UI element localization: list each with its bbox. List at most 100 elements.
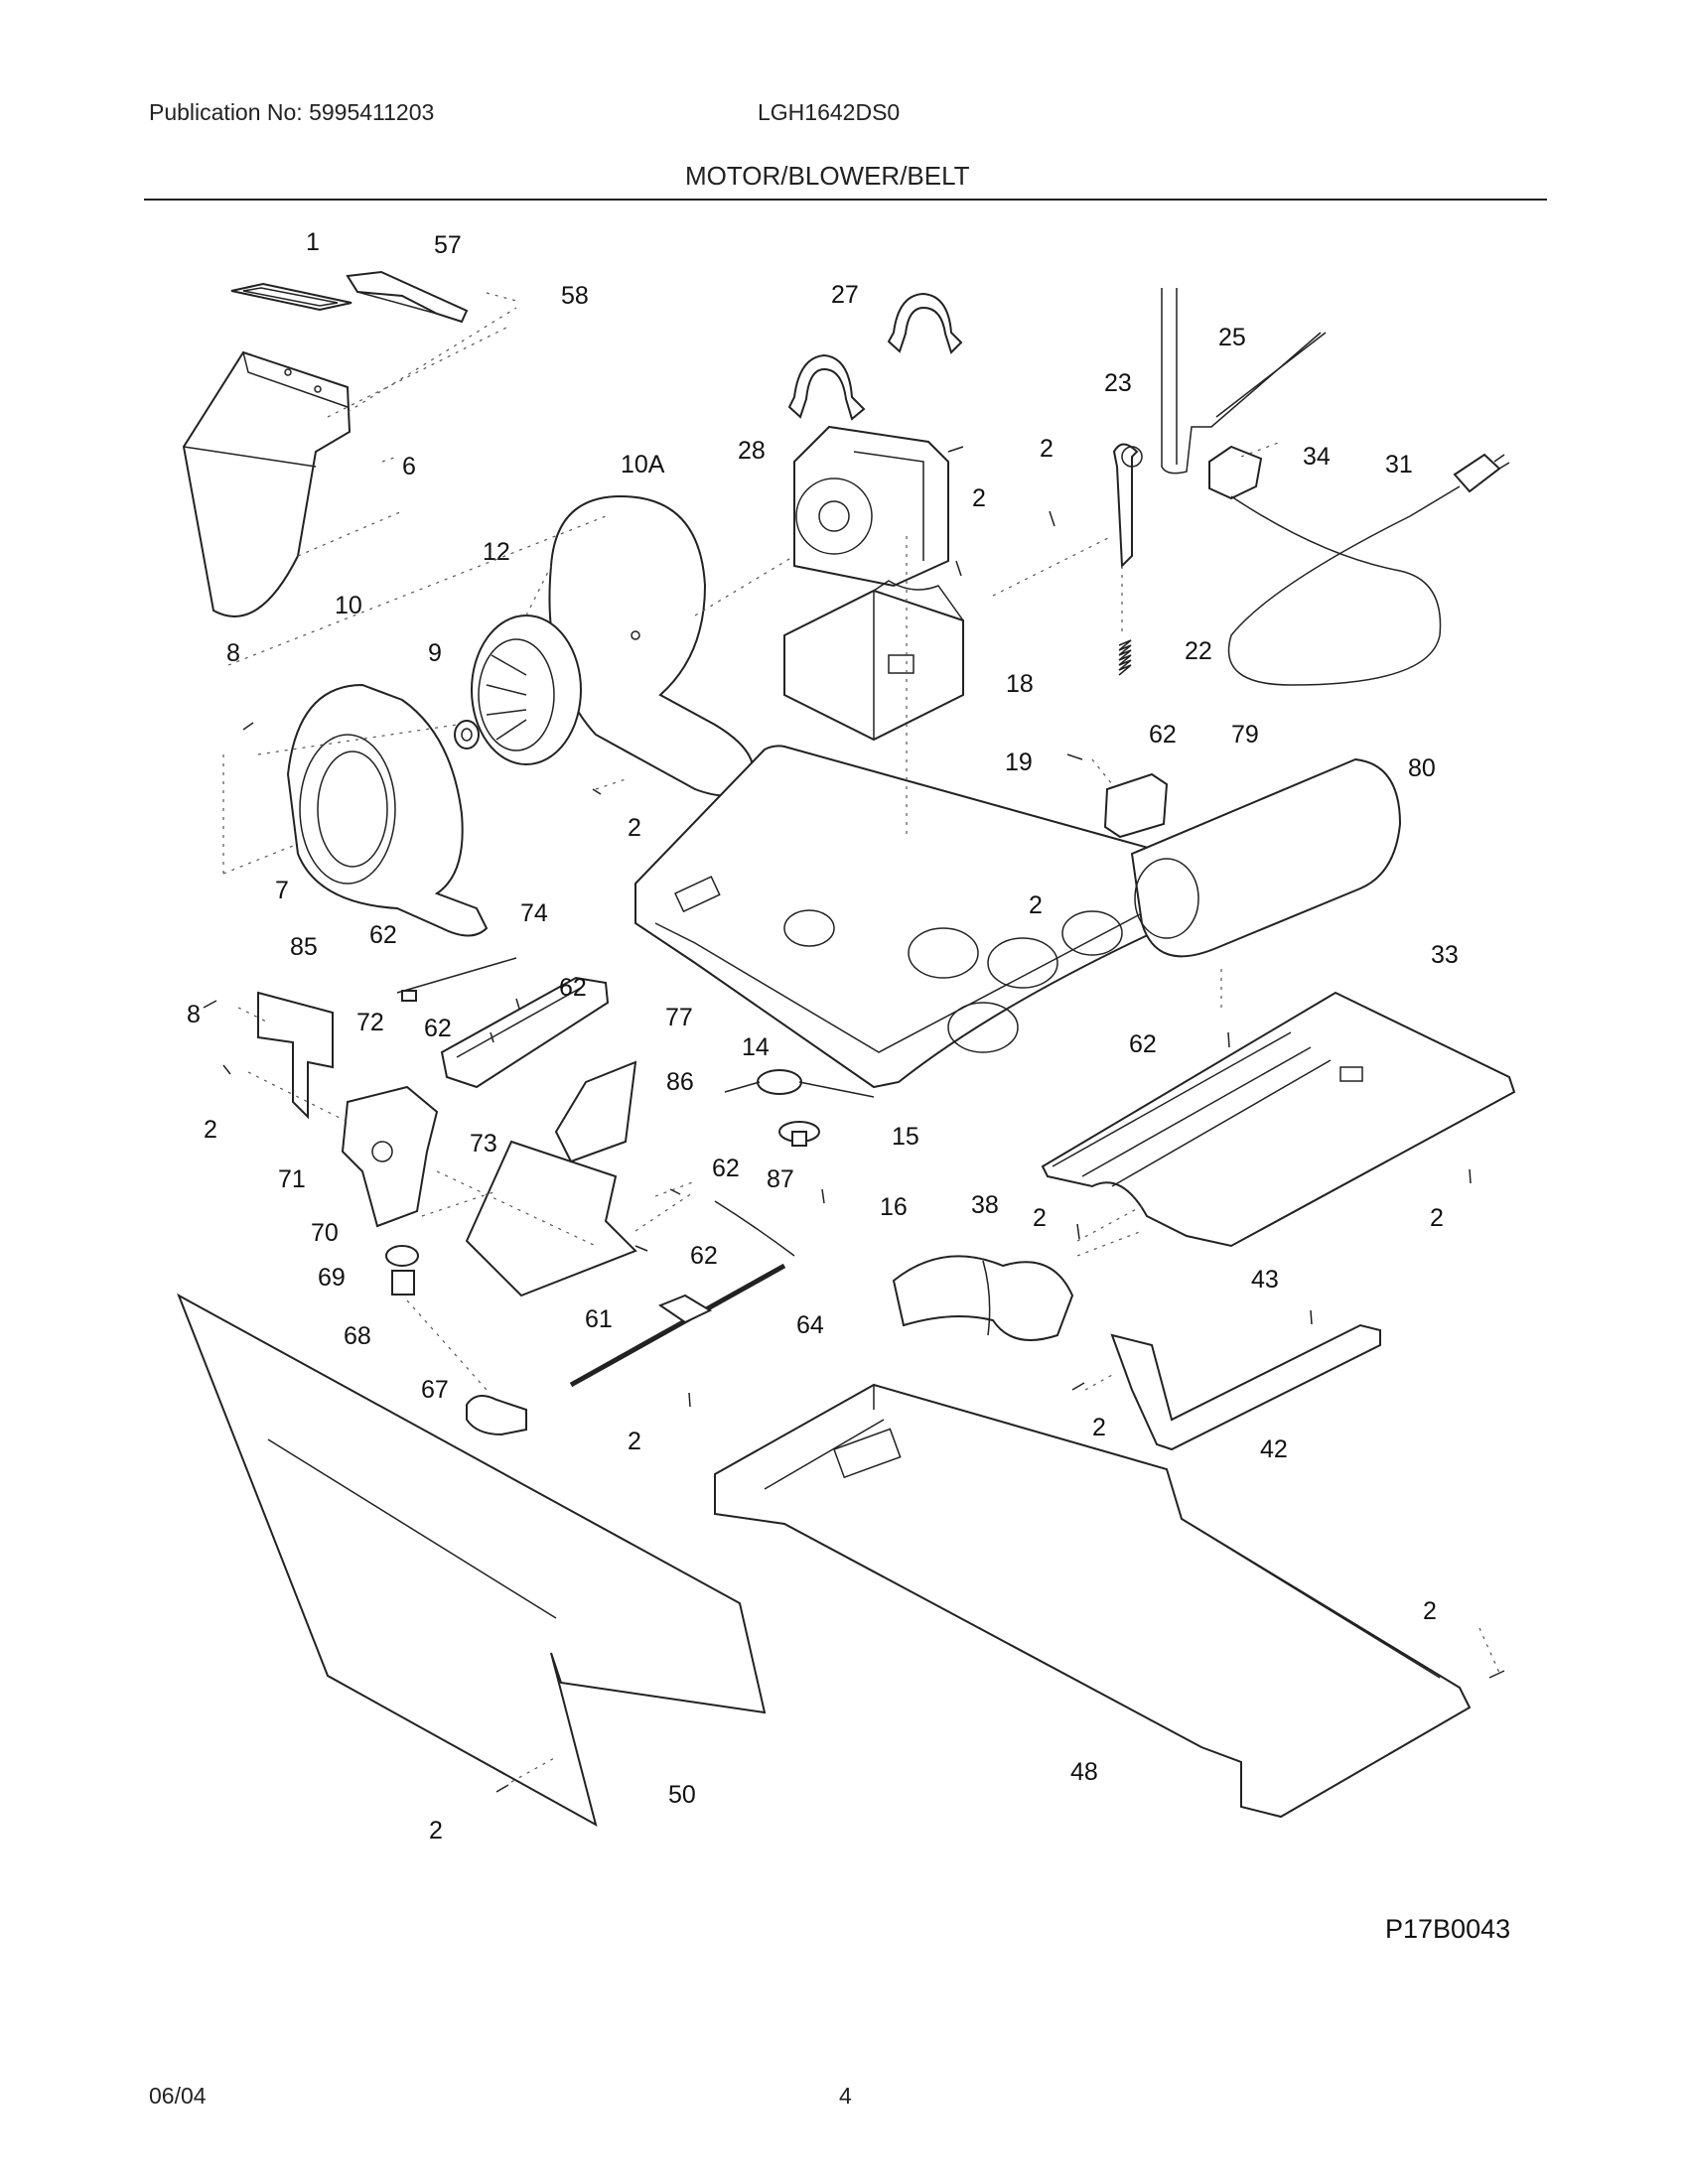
callout-62: 62	[424, 1015, 452, 1042]
part-25-belt	[1161, 288, 1327, 475]
callout-85: 85	[290, 933, 318, 961]
section-title: MOTOR/BLOWER/BELT	[685, 161, 970, 191]
part-12-blower-wheel	[471, 614, 582, 765]
callout-2: 2	[1029, 891, 1043, 919]
callout-62: 62	[559, 974, 587, 1002]
part-86-bracket	[554, 1060, 637, 1163]
callout-15: 15	[892, 1123, 919, 1151]
callout-86: 86	[666, 1068, 694, 1096]
callout-72: 72	[356, 1009, 384, 1036]
part-42-rail	[1110, 1323, 1381, 1451]
callout-77: 77	[665, 1004, 693, 1031]
part-22-spring	[1118, 639, 1132, 676]
callout-1: 1	[306, 228, 320, 256]
callout-31: 31	[1385, 451, 1413, 478]
callout-61: 61	[585, 1305, 613, 1333]
part-38-duct-elbow	[892, 1255, 1074, 1341]
leader-lines	[222, 292, 1500, 1783]
callout-28: 28	[738, 437, 766, 465]
callout-80: 80	[1408, 754, 1436, 782]
part-33-heater-shield	[1041, 991, 1516, 1248]
callout-48: 48	[1070, 1758, 1098, 1786]
callout-2: 2	[1423, 1597, 1437, 1625]
callout-2: 2	[204, 1116, 217, 1144]
callout-10: 10	[335, 592, 362, 619]
callout-73: 73	[470, 1130, 497, 1158]
callout-2: 2	[429, 1817, 443, 1844]
callout-33: 33	[1431, 941, 1459, 969]
callout-7: 7	[275, 877, 289, 904]
part-67-valve	[466, 1395, 527, 1436]
part-48-base-plate	[714, 1383, 1472, 1819]
part-18-motor-mount	[783, 580, 964, 742]
footer-date: 06/04	[149, 2083, 207, 2109]
callout-74: 74	[520, 899, 548, 927]
footer-page-number: 4	[839, 2083, 852, 2109]
part-85-plate	[257, 991, 334, 1120]
part-1-gasket	[230, 282, 352, 312]
callout-2: 2	[1092, 1414, 1106, 1441]
callout-10A: 10A	[621, 451, 665, 478]
callout-79: 79	[1231, 721, 1259, 749]
part-64-shaft	[569, 1263, 786, 1388]
callout-71: 71	[278, 1165, 306, 1193]
callout-labels: 1 57 58 6 27 25 23 28 10A 2 2 34 31 12 1…	[187, 228, 1459, 1844]
part-87-wire	[714, 1200, 795, 1257]
callout-62: 62	[369, 921, 397, 949]
callout-57: 57	[434, 231, 462, 259]
part-31-power-cord	[1227, 453, 1510, 686]
callout-2: 2	[1033, 1204, 1047, 1232]
callout-70: 70	[311, 1219, 339, 1247]
part-34-terminal	[1208, 445, 1263, 500]
part-9-washer	[454, 720, 480, 750]
callout-42: 42	[1260, 1435, 1288, 1463]
model-number: LGH1642DS0	[758, 99, 901, 125]
callout-2: 2	[1040, 435, 1054, 463]
callout-22: 22	[1185, 637, 1212, 665]
callout-19: 19	[1005, 749, 1033, 776]
part-14-thermostat	[724, 1069, 875, 1098]
part-23-idler-arm	[1112, 443, 1143, 569]
part-74-sensor	[396, 957, 517, 1002]
callout-62: 62	[712, 1155, 740, 1182]
part-28-motor	[793, 425, 964, 588]
callout-6: 6	[402, 453, 416, 480]
part-70-72-gas-valve	[341, 1085, 439, 1228]
callout-9: 9	[428, 639, 442, 667]
callout-38: 38	[971, 1191, 999, 1219]
callout-62: 62	[1149, 721, 1177, 749]
callout-69: 69	[318, 1264, 346, 1292]
callout-8: 8	[187, 1001, 201, 1028]
callout-2: 2	[628, 814, 641, 842]
callout-2: 2	[972, 484, 986, 512]
callout-16: 16	[880, 1193, 908, 1221]
part-6-exhaust-duct	[182, 350, 352, 617]
part-27-clamps	[787, 292, 963, 421]
part-77-cover	[440, 976, 610, 1089]
part-61-bracket	[465, 1140, 637, 1297]
part-10-blower-front	[286, 683, 489, 937]
part-15-thermostat	[778, 1121, 820, 1147]
callout-87: 87	[767, 1165, 794, 1193]
callout-64: 64	[796, 1311, 824, 1339]
header-rule	[144, 199, 1547, 201]
part-68-orifice	[391, 1270, 415, 1296]
callout-8: 8	[226, 639, 240, 667]
publication-number: Publication No: 5995411203	[149, 99, 435, 125]
callout-43: 43	[1251, 1266, 1279, 1294]
callout-25: 25	[1218, 324, 1246, 351]
part-19-base	[634, 745, 1162, 1089]
part-50-front-panel	[177, 1293, 767, 1828]
callout-12: 12	[483, 538, 510, 566]
callout-58: 58	[561, 282, 589, 310]
callout-18: 18	[1006, 670, 1034, 698]
callout-50: 50	[668, 1781, 696, 1809]
callout-14: 14	[742, 1033, 770, 1061]
callout-2: 2	[1430, 1204, 1444, 1232]
callout-62: 62	[690, 1242, 718, 1270]
part-10A-blower-housing	[548, 494, 755, 797]
callout-27: 27	[831, 281, 859, 309]
callout-23: 23	[1104, 369, 1132, 397]
callout-62: 62	[1129, 1030, 1157, 1058]
callout-68: 68	[344, 1322, 371, 1350]
